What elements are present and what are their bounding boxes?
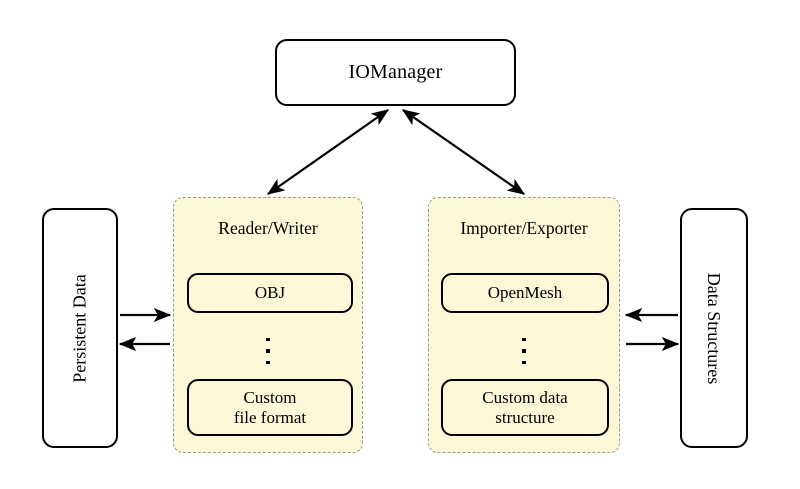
node-io-manager[interactable]: IOManager <box>275 39 516 106</box>
line-1: Custom <box>243 387 297 407</box>
io-manager-label: IOManager <box>348 61 443 83</box>
group-importer-exporter-title: Importer/Exporter <box>460 218 588 238</box>
group-importer-exporter[interactable]: Importer/Exporter OpenMesh Custom data s… <box>428 197 620 453</box>
node-persistent-data[interactable]: Persistent Data <box>42 208 118 448</box>
dot <box>266 349 270 353</box>
importer-exporter-ellipsis-icon <box>429 338 619 365</box>
dot <box>522 360 526 365</box>
item-custom-data-structure-label: Custom data structure <box>482 388 567 427</box>
item-custom-data-structure[interactable]: Custom data structure <box>441 379 609 436</box>
item-custom-file-format-label: Custom file format <box>234 388 306 427</box>
item-obj-label: OBJ <box>254 283 286 303</box>
line-2: file format <box>233 407 307 427</box>
node-data-structures[interactable]: Data Structures <box>680 208 748 448</box>
dot <box>522 349 526 353</box>
item-obj[interactable]: OBJ <box>187 273 353 313</box>
dot <box>266 338 270 342</box>
arrow-manager-reader-writer <box>266 109 390 195</box>
persistent-data-label: Persistent Data <box>69 273 90 383</box>
data-structures-label: Data Structures <box>704 272 725 384</box>
line-2: structure <box>495 407 555 427</box>
arrow-manager-importer-exporter <box>401 109 526 195</box>
dot <box>266 360 270 365</box>
dot <box>522 338 526 342</box>
item-openmesh[interactable]: OpenMesh <box>441 273 609 313</box>
reader-writer-ellipsis-icon <box>174 338 362 365</box>
line-1: Custom data <box>482 387 568 407</box>
group-reader-writer[interactable]: Reader/Writer OBJ Custom file format <box>173 197 363 453</box>
item-custom-file-format[interactable]: Custom file format <box>187 379 353 436</box>
group-reader-writer-title: Reader/Writer <box>218 218 318 238</box>
item-openmesh-label: OpenMesh <box>487 283 563 303</box>
